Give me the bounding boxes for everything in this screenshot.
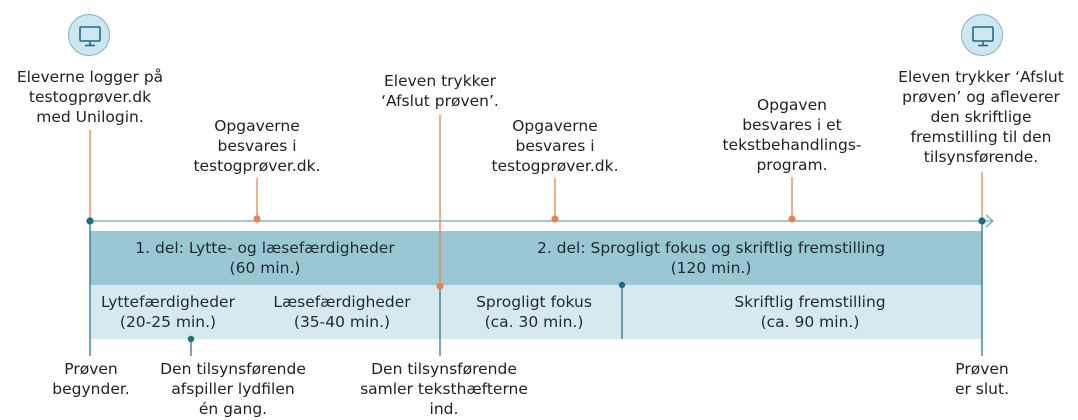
marker-audio (187, 335, 195, 343)
marker-end (978, 217, 986, 225)
band-label-language-focus: Sprogligt fokus (ca. 30 min.) (476, 293, 592, 331)
label-finish-exam: Eleven trykker ‘Afslut prøven’ og afleve… (898, 68, 1064, 166)
computer-monitor-icon (961, 14, 1003, 56)
label-word-processor: Opgaven besvares i et tekstbehandlings- … (722, 96, 862, 174)
marker-word-processor (788, 215, 796, 223)
band-label-written: Skriftlig fremstilling (ca. 90 min.) (734, 293, 886, 331)
band-label-part1: 1. del: Lytte- og læsefærdigheder (60 mi… (135, 239, 395, 277)
band-sub-part1 (90, 285, 440, 339)
label-audio: Den tilsynsførende afspiller lydfilen én… (160, 360, 306, 418)
band-label-listening: Lyttefærdigheder (20-25 min.) (101, 293, 235, 331)
marker-language-focus (618, 281, 626, 289)
band-part1 (90, 231, 440, 285)
band-label-part2: 2. del: Sprogligt fokus og skriftlig fre… (536, 239, 886, 277)
label-part2-answer: Opgaverne besvares i testogprøver.dk. (491, 117, 619, 175)
label-start-login: Eleverne logger på testogprøver.dk med U… (16, 68, 164, 126)
band-part2 (440, 231, 982, 285)
label-begins: Prøven begynder. (52, 360, 130, 398)
timeline-arrowhead (985, 214, 994, 228)
computer-monitor-icon (68, 14, 110, 56)
marker-part2-answer (551, 215, 559, 223)
band-label-reading: Læsefærdigheder (35-40 min.) (273, 293, 411, 331)
band-sub-part2 (440, 285, 982, 339)
label-finish-part1: Eleven trykker ‘Afslut prøven’. (381, 72, 499, 110)
marker-finish-part1 (436, 282, 444, 290)
label-part1-answer: Opgaverne besvares i testogprøver.dk. (193, 117, 321, 175)
marker-part1-answer (253, 215, 261, 223)
marker-start (86, 217, 94, 225)
label-ends: Prøven er slut. (954, 360, 1010, 398)
label-collect: Den tilsynsførende samler teksthæfterne … (360, 360, 528, 418)
